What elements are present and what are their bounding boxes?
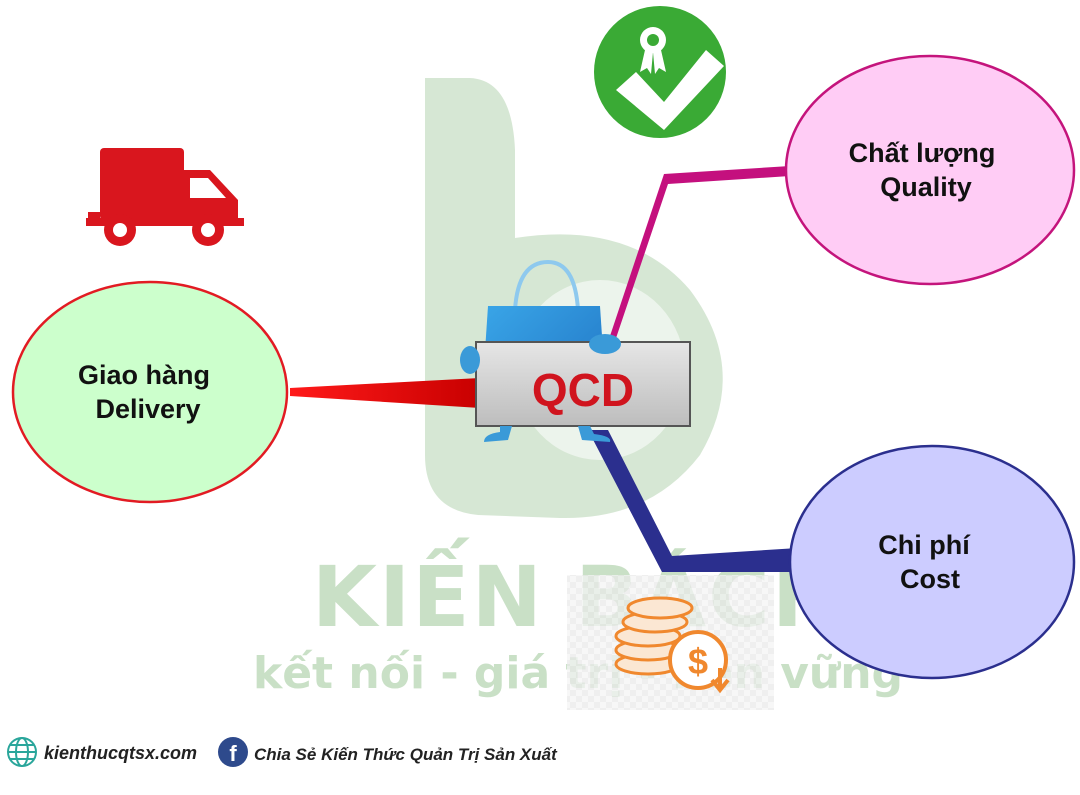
node-cost: Chi phí Cost — [788, 444, 1076, 680]
svg-text:$: $ — [688, 641, 708, 682]
qcd-board — [475, 341, 691, 427]
node-quality: Chất lượng Quality — [784, 54, 1076, 286]
truck-icon — [86, 148, 244, 246]
mascot-hand-right — [589, 334, 621, 354]
connectors — [290, 166, 798, 572]
footer-facebook-page[interactable]: Chia Sẻ Kiến Thức Quản Trị Sản Xuất — [254, 745, 558, 764]
connector-cost — [588, 430, 798, 572]
cost-ellipse — [788, 444, 1076, 680]
cost-label-en: Cost — [900, 564, 960, 594]
qcd-label: QCD — [532, 364, 634, 416]
mascot-hand-left — [460, 346, 480, 374]
bag-handle — [513, 259, 580, 311]
cost-label-vi: Chi phí — [878, 530, 971, 560]
quality-ellipse — [784, 54, 1076, 286]
connector-delivery — [290, 378, 480, 408]
globe-icon — [7, 737, 37, 767]
delivery-ellipse — [11, 280, 289, 504]
qcd-center: QCD — [460, 259, 691, 442]
svg-text:f: f — [229, 741, 237, 766]
delivery-label-en: Delivery — [95, 394, 200, 424]
mascot-foot-right — [578, 426, 611, 442]
quality-label-vi: Chất lượng — [849, 138, 996, 168]
coins-dollar-icon: $ — [567, 575, 774, 710]
facebook-icon: f — [218, 737, 248, 767]
node-delivery: Giao hàng Delivery — [11, 280, 289, 504]
certified-check-icon — [594, 6, 726, 138]
footer: kienthucqtsx.com f Chia Sẻ Kiến Thức Quả… — [7, 737, 558, 767]
delivery-label-vi: Giao hàng — [78, 360, 210, 390]
connector-quality — [598, 166, 790, 350]
quality-label-en: Quality — [880, 172, 972, 202]
footer-website[interactable]: kienthucqtsx.com — [44, 743, 197, 763]
mascot-foot-left — [484, 426, 512, 442]
